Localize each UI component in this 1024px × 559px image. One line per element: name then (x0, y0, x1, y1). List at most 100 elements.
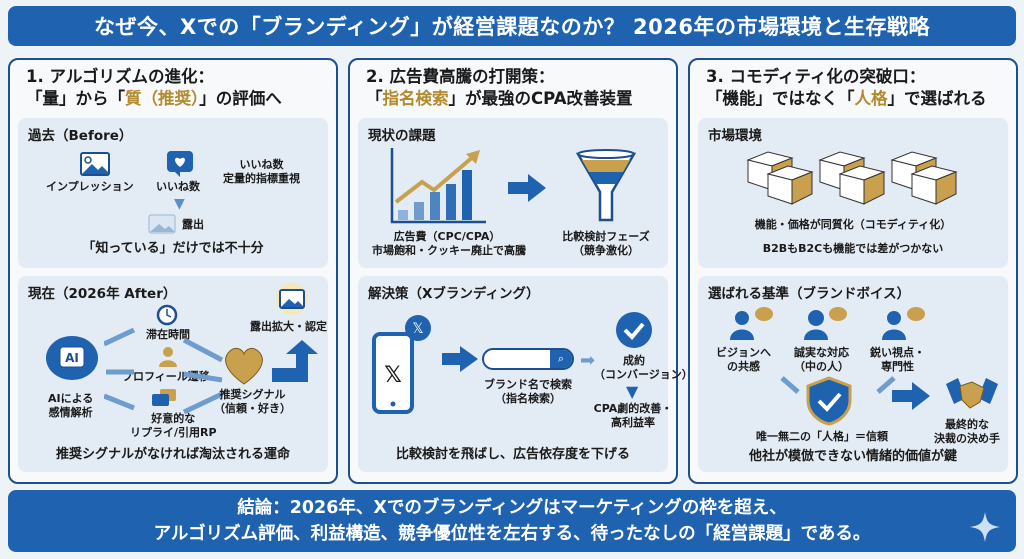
cost-line2: 市場飽和・クッキー廃止で高騰 (372, 244, 526, 257)
ad-cost-label: 広告費（CPC/CPA）市場飽和・クッキー廃止で高騰 (372, 230, 526, 258)
reply-label: 好意的なリプライ/引用RP (130, 412, 217, 440)
impressions-label: インプレッション (46, 180, 134, 193)
conv-line2: （コンバージョン） (594, 368, 693, 381)
shield-check-icon (806, 376, 852, 426)
title-line2: 「機能」ではなく「人格」で選ばれる (706, 88, 1006, 110)
title-line1: 2. 広告費高騰の打開策： (366, 67, 555, 86)
converge-arrows-icon (780, 376, 896, 394)
brand-search-bar: ⌕ (482, 348, 574, 370)
note-line2: 定量的指標重視 (223, 172, 300, 185)
title-line1: 1. アルゴリズムの進化： (26, 67, 214, 86)
title-post: 」で選ばれる (887, 89, 987, 108)
decision-label: 最終的な決裁の決め手 (934, 418, 1000, 446)
svg-text:𝕏: 𝕏 (412, 321, 423, 337)
signal-line2: （信頼・好き） (214, 402, 291, 415)
solution-summary: 比較検討を飛ばし、広告依存度を下げる (395, 447, 630, 462)
compare-line2: （競争激化） (573, 244, 639, 257)
expert-speech-icon (882, 307, 925, 340)
search-line1: ブランド名で検索 (484, 378, 572, 391)
title-post: 」の評価へ (199, 89, 282, 108)
sparkle-icon (970, 512, 1000, 542)
arrow-down-icon: ▼ (626, 382, 639, 401)
reply-line1: 好意的な (151, 412, 196, 425)
section-algorithm: 1. アルゴリズムの進化： 「量」から「質（推奨）」の評価へ 過去（Before… (8, 58, 338, 484)
reply-line2: リプライ/引用RP (130, 426, 217, 439)
title-highlight: 人格 (854, 89, 888, 108)
cpa-improve-label: CPA劇的改善・高利益率 (590, 402, 676, 430)
arrow-right-icon (442, 346, 478, 372)
cpa-line1: CPA劇的改善・ (593, 402, 673, 415)
check-circle-icon (616, 312, 652, 348)
exposure-label: 露出 (182, 218, 204, 231)
problem-panel: 現状の課題 広告費（CPC/CPA）市場飽和・クッキー廃止で高騰 比較検討フェー… (358, 118, 668, 268)
conclusion-line1: 結論：2026年、Xでのブランディングはマーケティングの枠を超え、 (237, 498, 787, 518)
title-line1: 3. コモディティ化の突破口： (706, 67, 926, 86)
cpa-line2: 高利益率 (611, 416, 655, 429)
title-highlight: 指名検索 (382, 89, 449, 108)
compare-line1: 比較検討フェーズ (562, 230, 650, 243)
market-panel: 市場環境 機能・価格が同質化（コモディティ化） B2BもB2Cも機能では差がつか… (698, 118, 1008, 268)
like-icon (167, 151, 193, 177)
section-title: 1. アルゴリズムの進化： 「量」から「質（推奨）」の評価へ (20, 66, 326, 110)
person-speech-icon (730, 307, 773, 340)
dwell-time-label: 滞在時間 (146, 328, 190, 341)
market-heading: 市場環境 (708, 128, 762, 144)
recommend-signal-label: 推奨シグナル（信頼・好き） (214, 388, 291, 416)
section-ad-cost: 2. 広告費高騰の打開策： 「指名検索」が最強のCPA改善装置 現状の課題 広告… (348, 58, 693, 484)
faded-image-icon (148, 214, 176, 234)
page-title: なぜ今、Xでの「ブランディング」が経営課題なのか？ 2026年の市場環境と生存戦… (8, 6, 1016, 46)
expand-label: 露出拡大・認定 (250, 320, 327, 333)
arrow-right-icon (508, 174, 546, 202)
section-title: 3. コモディティ化の突破口： 「機能」ではなく「人格」で選ばれる (700, 66, 1006, 110)
conclusion-line2: アルゴリズム評価、利益構造、競争優位性を左右する、待ったなしの「経営課題」である… (153, 524, 871, 544)
conv-line1: 成約 (623, 354, 645, 367)
p1-line1: ビジョンへ (716, 346, 771, 359)
arrow-right-small-icon: ➡ (580, 350, 596, 371)
note-line1: いいね数 (239, 158, 284, 171)
ai-badge: AI (65, 351, 79, 365)
handshake-icon (946, 378, 998, 409)
compare-phase-label: 比較検討フェーズ（競争激化） (548, 230, 664, 258)
solution-heading: 解決策（Xブランディング） (368, 286, 540, 302)
phone-x-icon: 𝕏𝕏 (372, 315, 431, 414)
profile-icon (159, 347, 177, 367)
sincere-label: 誠実な対応（中の人） (794, 346, 849, 374)
ai-line1: AIによる (48, 392, 94, 405)
trust-label: 唯一無二の「人格」＝信頼 (756, 430, 888, 443)
clock-icon (156, 304, 178, 326)
problem-heading: 現状の課題 (368, 128, 436, 144)
criteria-summary: 他社が模倣できない情緒的価値が鍵 (748, 449, 957, 464)
woman-speech-icon (804, 307, 847, 340)
after-panel: 現在（2026年 After） AI AIによる感情解析 滞在時間 プロフィール… (18, 276, 328, 472)
market-line1: 機能・価格が同質化（コモディティ化） (754, 218, 952, 231)
before-heading: 過去（Before） (28, 128, 133, 144)
title-highlight: 質（推奨） (125, 89, 200, 108)
section-commoditization: 3. コモディティ化の突破口： 「機能」ではなく「人格」で選ばれる 市場環境 機… (688, 58, 1018, 484)
flow-arrows-icon (104, 327, 224, 415)
cost-line1: 広告費（CPC/CPA） (393, 230, 501, 243)
criteria-panel: 選ばれる基準（ブランドボイス） ビジョンへの共感 誠実な対応（中の人） 鋭い視点… (698, 276, 1008, 472)
arrow-up-icon (272, 340, 318, 382)
deal-line1: 最終的な (945, 418, 989, 431)
heart-icon (225, 347, 263, 385)
title-line2: 「量」から「質（推奨）」の評価へ (26, 88, 326, 110)
p3-line1: 鋭い視点・ (870, 346, 925, 359)
ai-label: AIによる感情解析 (48, 392, 93, 420)
funnel-icon (576, 149, 636, 222)
reply-icon (152, 389, 176, 406)
title-pre: 「機能」ではなく「 (706, 89, 855, 108)
likes-label: いいね数 (156, 180, 200, 193)
vision-label: ビジョンへの共感 (716, 346, 771, 374)
arrow-down-icon: ▼ (174, 196, 185, 212)
brand-search-label: ブランド名で検索（指名検索） (478, 378, 578, 406)
p2-line2: （中の人） (794, 360, 849, 373)
p2-line1: 誠実な対応 (794, 346, 849, 359)
svg-text:𝕏: 𝕏 (384, 363, 402, 388)
market-line2: B2BもB2Cも機能では差がつかない (762, 242, 944, 255)
deal-line2: 決裁の決め手 (934, 432, 1000, 445)
metrics-note: いいね数定量的指標重視 (223, 158, 300, 186)
arrow-right-icon (892, 382, 930, 410)
ai-brain-icon: AI (46, 336, 98, 380)
p3-line2: 専門性 (881, 360, 914, 373)
